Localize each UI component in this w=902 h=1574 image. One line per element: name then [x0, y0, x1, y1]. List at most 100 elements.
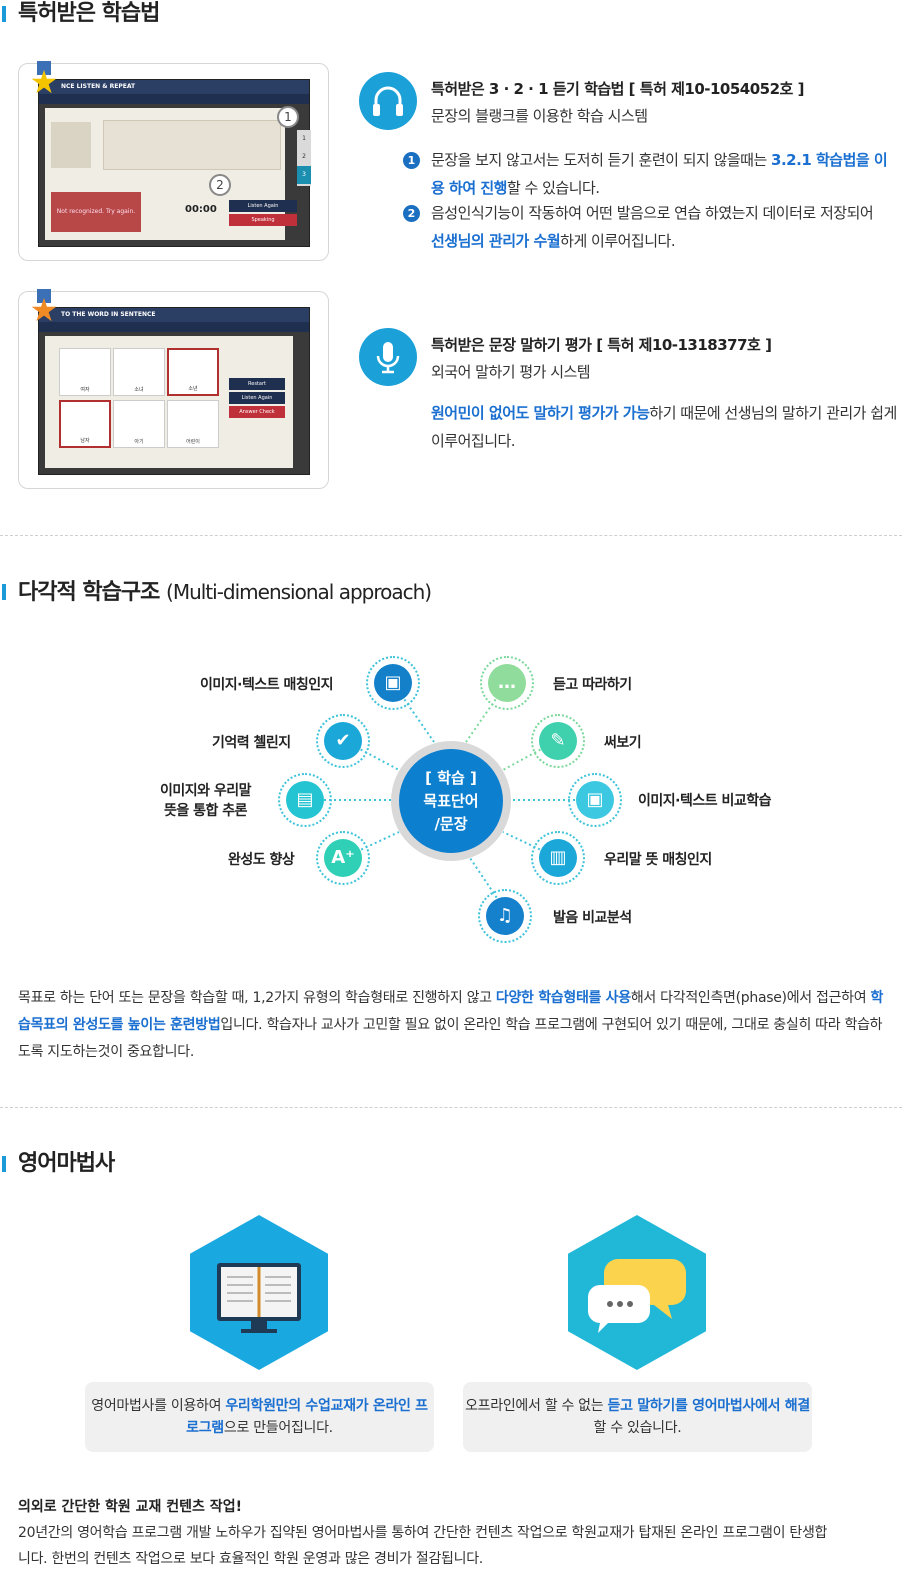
ebook-hexagon: [190, 1215, 328, 1370]
wizard-box-2: 오프라인에서 할 수 없는 듣고 말하기를 영어마법사에서 해결할 수 있습니다…: [463, 1382, 812, 1452]
music-icon-node: ♫: [478, 889, 532, 943]
speaking-button[interactable]: Speaking: [229, 214, 297, 226]
check-icon: ✔: [324, 722, 362, 760]
step-3[interactable]: 3: [297, 166, 311, 184]
cell-image[interactable]: 남자: [59, 400, 111, 448]
title-bar: [2, 584, 6, 600]
app-header: NCE LISTEN & REPEAT: [39, 80, 309, 94]
label-inference: 이미지와 우리말 뜻을 통합 추론: [160, 783, 252, 819]
app-window: NCE LISTEN & REPEAT Not recognized. Try …: [38, 79, 311, 247]
compare-image-icon-node: ▣: [568, 773, 622, 827]
label-completion: 완성도 향상: [228, 852, 295, 868]
cell-image[interactable]: 소녀: [113, 348, 165, 396]
center-inner: [ 학습 ] 목표단어 /문장: [399, 749, 503, 853]
marker-1: 1: [277, 106, 299, 128]
cell-label: 소녀: [134, 387, 144, 393]
cell-image[interactable]: 여자: [59, 348, 111, 396]
grade-a-plus-icon: A⁺: [324, 839, 362, 877]
bullet-number-2: 2: [403, 205, 420, 222]
monitor-book-icon: [217, 1263, 301, 1333]
cell-label: 남자: [80, 438, 90, 444]
ribbon-shape: [37, 289, 51, 303]
divider: [0, 535, 902, 536]
app-body-2: 여자 소녀 소년 남자 아기 어린이 Restart Listen Again …: [45, 336, 293, 468]
image-icon: ▣: [374, 664, 412, 702]
cell-image[interactable]: 소년: [167, 348, 219, 396]
feature2-subtitle: 외국어 말하기 평가 시스템: [431, 363, 591, 381]
timer-text: 00:00: [185, 204, 217, 215]
feature2-text: 원어민이 없어도 말하기 평가가 가능하기 때문에 선생님의 말하기 관리가 쉽…: [431, 404, 897, 450]
label-memory: 기억력 첼린지: [212, 735, 291, 751]
section-title-patent: 특허받은 학습법: [0, 0, 160, 28]
step-sidebar: 1 2 3: [297, 130, 311, 186]
image-icon-node: ▣: [366, 656, 420, 710]
section-title-multidimensional: 다각적 학습구조 (Multi-dimensional approach): [0, 578, 432, 607]
headphones-svg: [373, 86, 403, 116]
write-icon: ✎: [539, 722, 577, 760]
cell-label: 아기: [134, 439, 144, 445]
step-2[interactable]: 2: [302, 153, 306, 160]
label-img-text-match: 이미지·텍스트 매칭인지: [200, 677, 334, 693]
medal-gold: ★: [29, 61, 59, 101]
feature1-title: 특허받은 3 · 2 · 1 듣기 학습법 [ 특허 제10-1054052호 …: [431, 80, 804, 98]
feature1-bullet-2: 음성인식기능이 작동하여 어떤 발음으로 연습 하였는지 데이터로 저장되어 선…: [431, 204, 874, 250]
bullet-number-1: 1: [403, 152, 420, 169]
image-compare-icon: ▣: [576, 781, 614, 819]
feature2-title: 특허받은 문장 말하기 평가 [ 특허 제10-1318377호 ]: [431, 336, 772, 354]
film-icon-node: ▤: [278, 773, 332, 827]
app-subheader-2: [39, 322, 309, 332]
cell-label: 소년: [188, 386, 198, 392]
book-icon-node: ▥: [531, 831, 585, 885]
listen-again-button-2[interactable]: Listen Again: [229, 392, 285, 404]
star-icon: ★: [29, 63, 59, 101]
listen-again-button[interactable]: Listen Again: [229, 200, 297, 212]
cell-image[interactable]: 아기: [113, 400, 165, 448]
music-note-icon: ♫: [486, 897, 524, 935]
app-header-2: TO THE WORD IN SENTENCE: [39, 308, 309, 322]
label-img-text-compare: 이미지·텍스트 비교학습: [638, 793, 772, 809]
divider: [0, 1107, 902, 1108]
marker-2: 2: [209, 174, 231, 196]
app-subheader: [39, 94, 309, 104]
star-icon: ★: [29, 291, 59, 329]
section2-paragraph: 목표로 하는 단어 또는 문장을 학습할 때, 1,2가지 유형의 학습형태로 …: [18, 990, 884, 1060]
write-icon-node: ✎: [531, 714, 585, 768]
book-icon: ▥: [539, 839, 577, 877]
label-listen-repeat: 듣고 따라하기: [553, 677, 632, 693]
sentence-box: [103, 120, 281, 170]
cell-label: 여자: [80, 387, 90, 393]
cell-image[interactable]: 어린이: [167, 400, 219, 448]
feature1-subtitle: 문장의 블랭크를 이용한 학습 시스템: [431, 107, 648, 125]
bottom-title: 의외로 간단한 학원 교재 컨텐츠 작업!: [18, 1499, 242, 1515]
film-icon: ▤: [286, 781, 324, 819]
speech-bubbles-icon: [588, 1259, 686, 1333]
cell-label: 어린이: [186, 439, 200, 445]
label-korean-match: 우리말 뜻 매칭인지: [604, 852, 712, 868]
answer-check-button[interactable]: Answer Check: [229, 406, 285, 418]
app-body: Not recognized. Try again. 00:00: [45, 108, 285, 240]
ribbon-shape: [37, 61, 51, 75]
microphone-icon: [359, 328, 417, 386]
chat-icon-node: …: [480, 656, 534, 710]
center-node: [ 학습 ] 목표단어 /문장: [391, 741, 511, 861]
screenshot-listen-repeat: NCE LISTEN & REPEAT Not recognized. Try …: [18, 61, 329, 261]
wizard-box-1: 영어마법사를 이용하여 우리학원만의 수업교재가 온라인 프로그램으로 만들어집…: [85, 1382, 434, 1452]
label-write: 써보기: [604, 735, 642, 751]
title-bar: [2, 1156, 6, 1172]
label-pronunciation: 발음 비교분석: [553, 910, 632, 926]
error-box: Not recognized. Try again.: [51, 192, 141, 232]
chat-bubble-icon: …: [488, 664, 526, 702]
title-bar: [2, 6, 6, 22]
headphones-icon: [359, 72, 417, 130]
medal-orange: ★: [29, 289, 59, 329]
grade-icon-node: A⁺: [316, 831, 370, 885]
screenshot-word-in-sentence: TO THE WORD IN SENTENCE 여자 소녀 소년 남자 아기 어…: [18, 289, 329, 489]
restart-button[interactable]: Restart: [229, 378, 285, 390]
character-image: [51, 122, 91, 168]
section-title-wizard: 영어마법사: [0, 1150, 115, 1178]
bottom-text: 20년간의 영어학습 프로그램 개발 노하우가 집약된 영어마법사를 통하여 간…: [18, 1525, 828, 1567]
step-1[interactable]: 1: [302, 135, 306, 142]
app-window-2: TO THE WORD IN SENTENCE 여자 소녀 소년 남자 아기 어…: [38, 307, 310, 475]
feature1-bullet-1: 문장을 보지 않고서는 도저히 듣기 훈련이 되지 않을때는 3.2.1 학습법…: [431, 151, 888, 197]
chat-hexagon: [568, 1215, 706, 1370]
